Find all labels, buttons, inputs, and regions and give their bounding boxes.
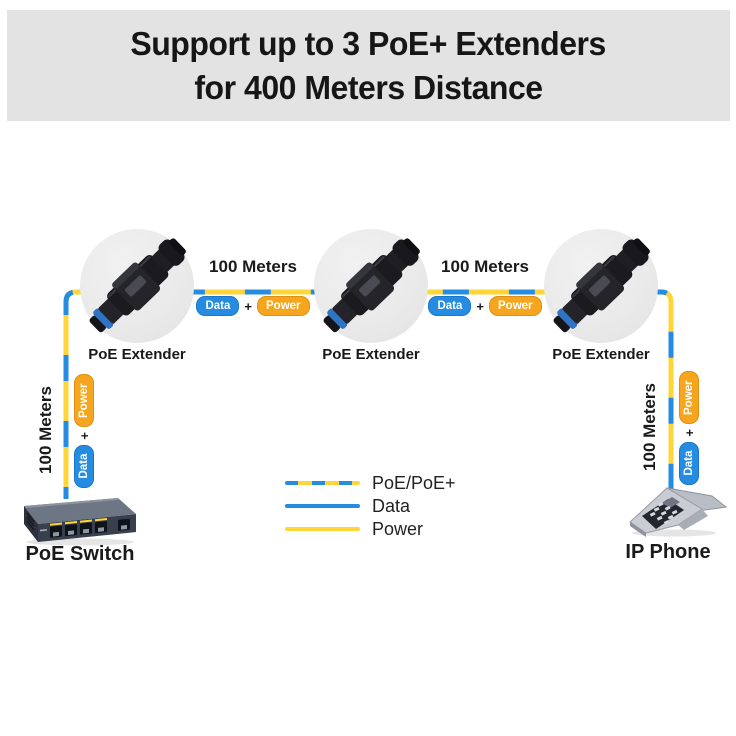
ip-phone-label: IP Phone bbox=[625, 541, 711, 563]
poe-switch-icon bbox=[24, 498, 136, 546]
power-badge: Power bbox=[679, 371, 699, 424]
poe-switch-label: PoE Switch bbox=[25, 543, 135, 565]
title-banner: Support up to 3 PoE+ Extenders for 400 M… bbox=[7, 10, 730, 121]
title-line-1: Support up to 3 PoE+ Extenders bbox=[130, 24, 607, 62]
plus-sign: + bbox=[76, 432, 92, 440]
legend-label-poe: PoE/PoE+ bbox=[372, 472, 456, 493]
badge-group-h2: Data + Power bbox=[415, 296, 555, 316]
plus-sign: + bbox=[681, 429, 697, 437]
extender-label-3: PoE Extender bbox=[552, 346, 650, 363]
badge-group-v-left: Data + Power bbox=[74, 361, 94, 501]
data-line-swatch bbox=[285, 504, 360, 508]
poe-extender-icon-2 bbox=[323, 238, 420, 333]
power-badge: Power bbox=[74, 374, 94, 427]
distance-label-h1: 100 Meters bbox=[209, 257, 297, 276]
data-badge: Data bbox=[74, 444, 94, 488]
badge-group-v-right: Data + Power bbox=[679, 358, 699, 498]
data-badge: Data bbox=[679, 441, 699, 485]
power-badge: Power bbox=[257, 296, 310, 316]
legend-row-poe: PoE/PoE+ bbox=[285, 472, 456, 494]
poe-line-swatch bbox=[285, 481, 360, 485]
title-line-2: for 400 Meters Distance bbox=[194, 68, 543, 106]
poe-extender-icon-3 bbox=[553, 238, 650, 333]
data-badge: Data bbox=[428, 296, 472, 316]
extender-label-2: PoE Extender bbox=[322, 346, 420, 363]
power-line-swatch bbox=[285, 527, 360, 531]
ip-phone-icon bbox=[629, 487, 728, 537]
poe-extender-icon-1 bbox=[89, 238, 186, 333]
distance-label-h2: 100 Meters bbox=[441, 257, 529, 276]
legend-row-data: Data bbox=[285, 495, 410, 517]
legend-row-power: Power bbox=[285, 518, 423, 540]
plus-sign: + bbox=[476, 298, 484, 314]
extender-label-1: PoE Extender bbox=[88, 346, 186, 363]
distance-label-v-left: 100 Meters bbox=[36, 386, 55, 474]
data-badge: Data bbox=[196, 296, 240, 316]
power-badge: Power bbox=[489, 296, 542, 316]
legend-label-data: Data bbox=[372, 495, 411, 516]
legend-label-power: Power bbox=[372, 518, 424, 539]
badge-group-h1: Data + Power bbox=[183, 296, 323, 316]
plus-sign: + bbox=[244, 298, 252, 314]
distance-label-v-right: 100 Meters bbox=[640, 383, 659, 471]
